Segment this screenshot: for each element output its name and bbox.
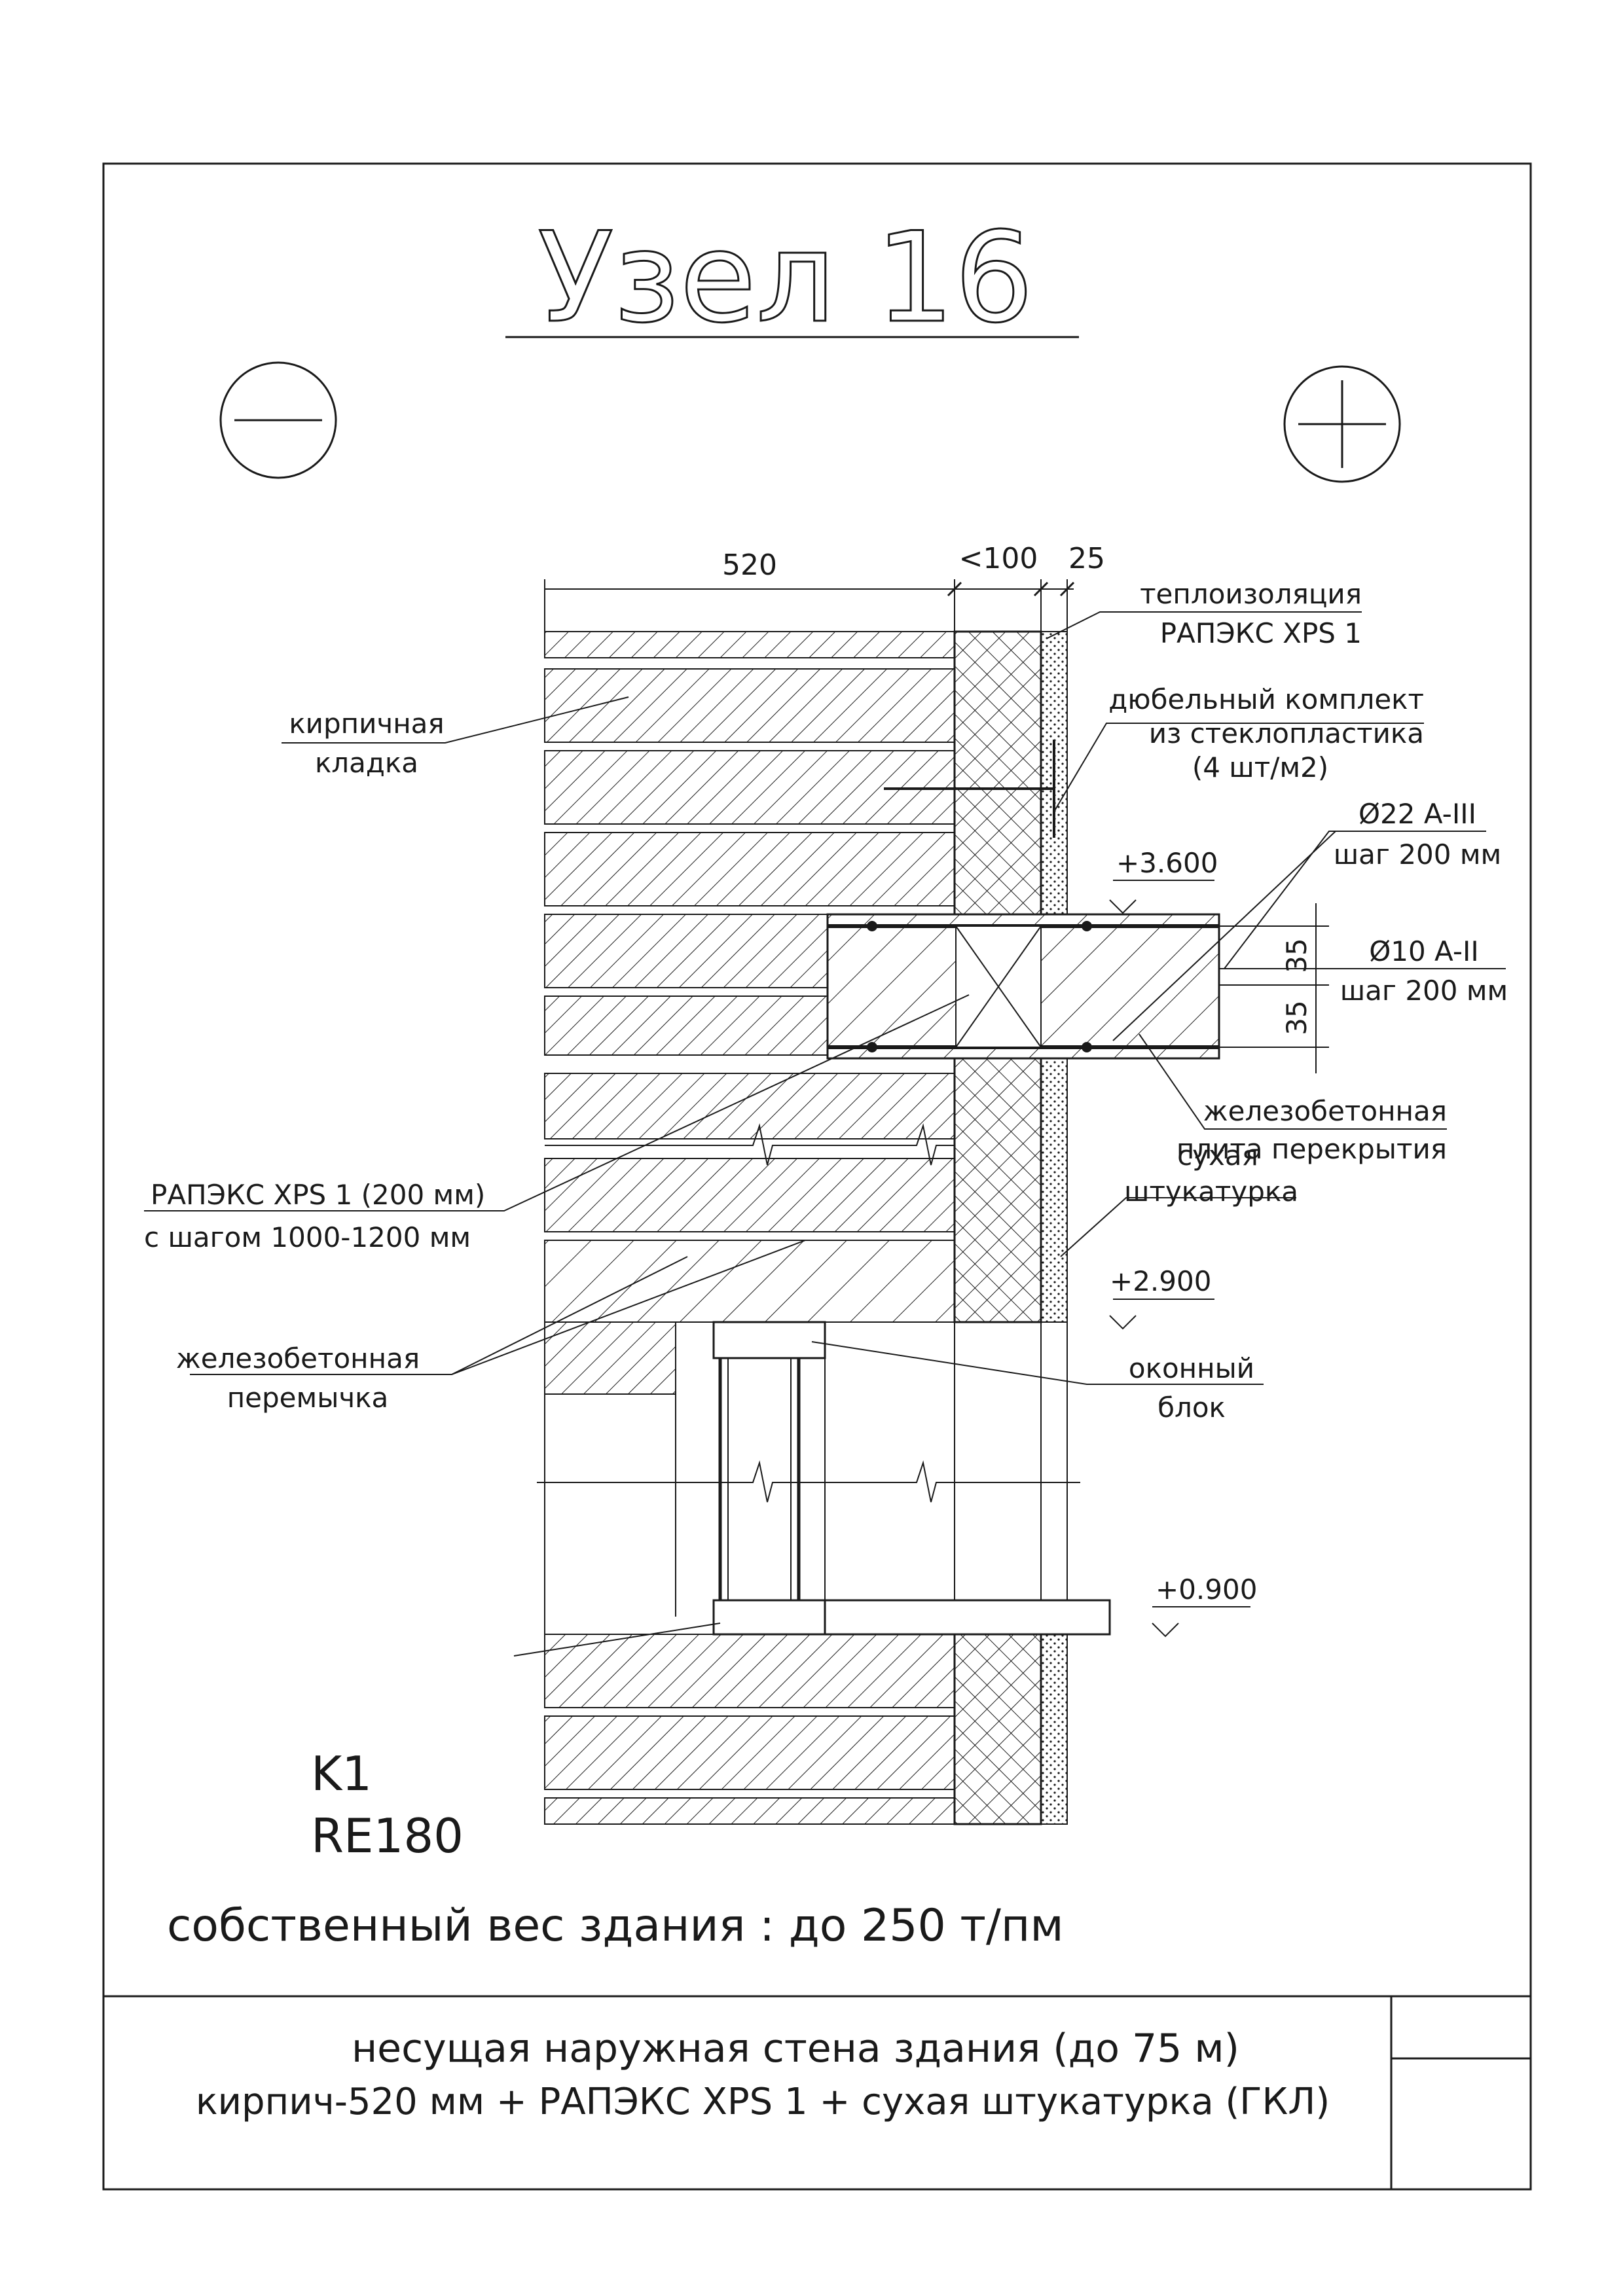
label-window-2: блок <box>1158 1391 1226 1424</box>
label-rebar1-1: Ø22 A-III <box>1359 798 1476 830</box>
drawing-frame <box>102 162 1532 2191</box>
rebar-dot <box>867 921 877 931</box>
dimension-35-bottom: 35 <box>1281 1000 1313 1035</box>
window-sill <box>824 1599 1111 1636</box>
insulation-layer <box>953 1057 1042 1323</box>
footer-line-2: кирпич-520 мм + РАПЭКС XPS 1 + сухая шту… <box>196 2081 1330 2123</box>
wall-section <box>537 630 1220 1825</box>
label-rebar2-2: шаг 200 мм <box>1340 975 1508 1007</box>
brick-course <box>544 1321 676 1395</box>
brick-course <box>544 1715 955 1790</box>
dimension-lines <box>544 579 1329 1073</box>
weight-note: собственный вес здания : до 250 т/пм <box>167 1900 1064 1952</box>
lintel <box>544 1240 955 1323</box>
label-lintel-1: железобетонная <box>176 1342 420 1374</box>
insulation-layer <box>953 1633 1042 1825</box>
brick-course <box>544 1634 955 1708</box>
label-lintel-2: перемычка <box>227 1382 389 1414</box>
fire-class-re: RE180 <box>311 1808 464 1863</box>
label-window-1: оконный <box>1129 1352 1254 1384</box>
label-brick-2: кладка <box>315 747 418 779</box>
label-plaster-1: сухая <box>1177 1139 1258 1172</box>
dimension-35-top: 35 <box>1281 938 1313 973</box>
leader-lines <box>144 611 1506 1657</box>
plus-circle-icon <box>1283 365 1401 483</box>
label-insulation-2: РАПЭКС XPS 1 <box>1160 617 1362 649</box>
label-plaster-2: штукатурка <box>1124 1175 1298 1208</box>
brick-course <box>544 832 955 906</box>
elevation-3600: +3.600 <box>1116 847 1218 879</box>
minus-circle-icon <box>219 361 337 479</box>
label-rapex-1: РАПЭКС XPS 1 (200 мм) <box>151 1179 485 1211</box>
label-dowel-2: из стеклопластика <box>1149 717 1424 749</box>
rebar-dot <box>1082 921 1092 931</box>
brick-course <box>544 1073 955 1139</box>
label-slab-1: железобетонная <box>1203 1095 1447 1127</box>
elevation-0900: +0.900 <box>1156 1573 1257 1605</box>
plaster-layer <box>1040 1058 1068 1323</box>
label-slab-2: плита перекрытия <box>1176 1133 1447 1165</box>
label-brick-1: кирпичная <box>289 708 444 740</box>
elevation-2900: +2.900 <box>1110 1265 1211 1297</box>
label-dowel-1: дюбельный комплект <box>1108 683 1424 715</box>
window-block <box>712 1321 826 1636</box>
dimension-100: <100 <box>959 542 1038 575</box>
brick-course <box>544 1158 955 1232</box>
dimension-520: 520 <box>722 548 777 582</box>
rebar-dot <box>867 1042 877 1052</box>
label-insulation-1: теплоизоляция <box>1140 578 1362 610</box>
brick-course <box>544 668 955 743</box>
brick-course <box>544 631 955 658</box>
elevation-marks <box>1109 880 1250 1638</box>
plaster-layer <box>1040 1634 1068 1825</box>
footer-line-1: несущая наружная стена здания (до 75 м) <box>352 2026 1239 2072</box>
title-text: Узел 16 <box>538 206 1033 350</box>
rebar-dot <box>1082 1042 1092 1052</box>
label-dowel-3: (4 шт/м2) <box>1192 751 1328 783</box>
brick-course <box>544 996 828 1056</box>
brick-course <box>544 914 828 988</box>
label-rapex-2: с шагом 1000-1200 мм <box>144 1221 471 1253</box>
label-rebar1-2: шаг 200 мм <box>1334 838 1501 870</box>
dimension-25: 25 <box>1068 542 1105 575</box>
brick-course <box>544 1797 955 1825</box>
label-rebar2-1: Ø10 A-II <box>1369 935 1479 967</box>
insulation-layer <box>953 630 1042 916</box>
fire-class-k1: K1 <box>311 1746 372 1801</box>
